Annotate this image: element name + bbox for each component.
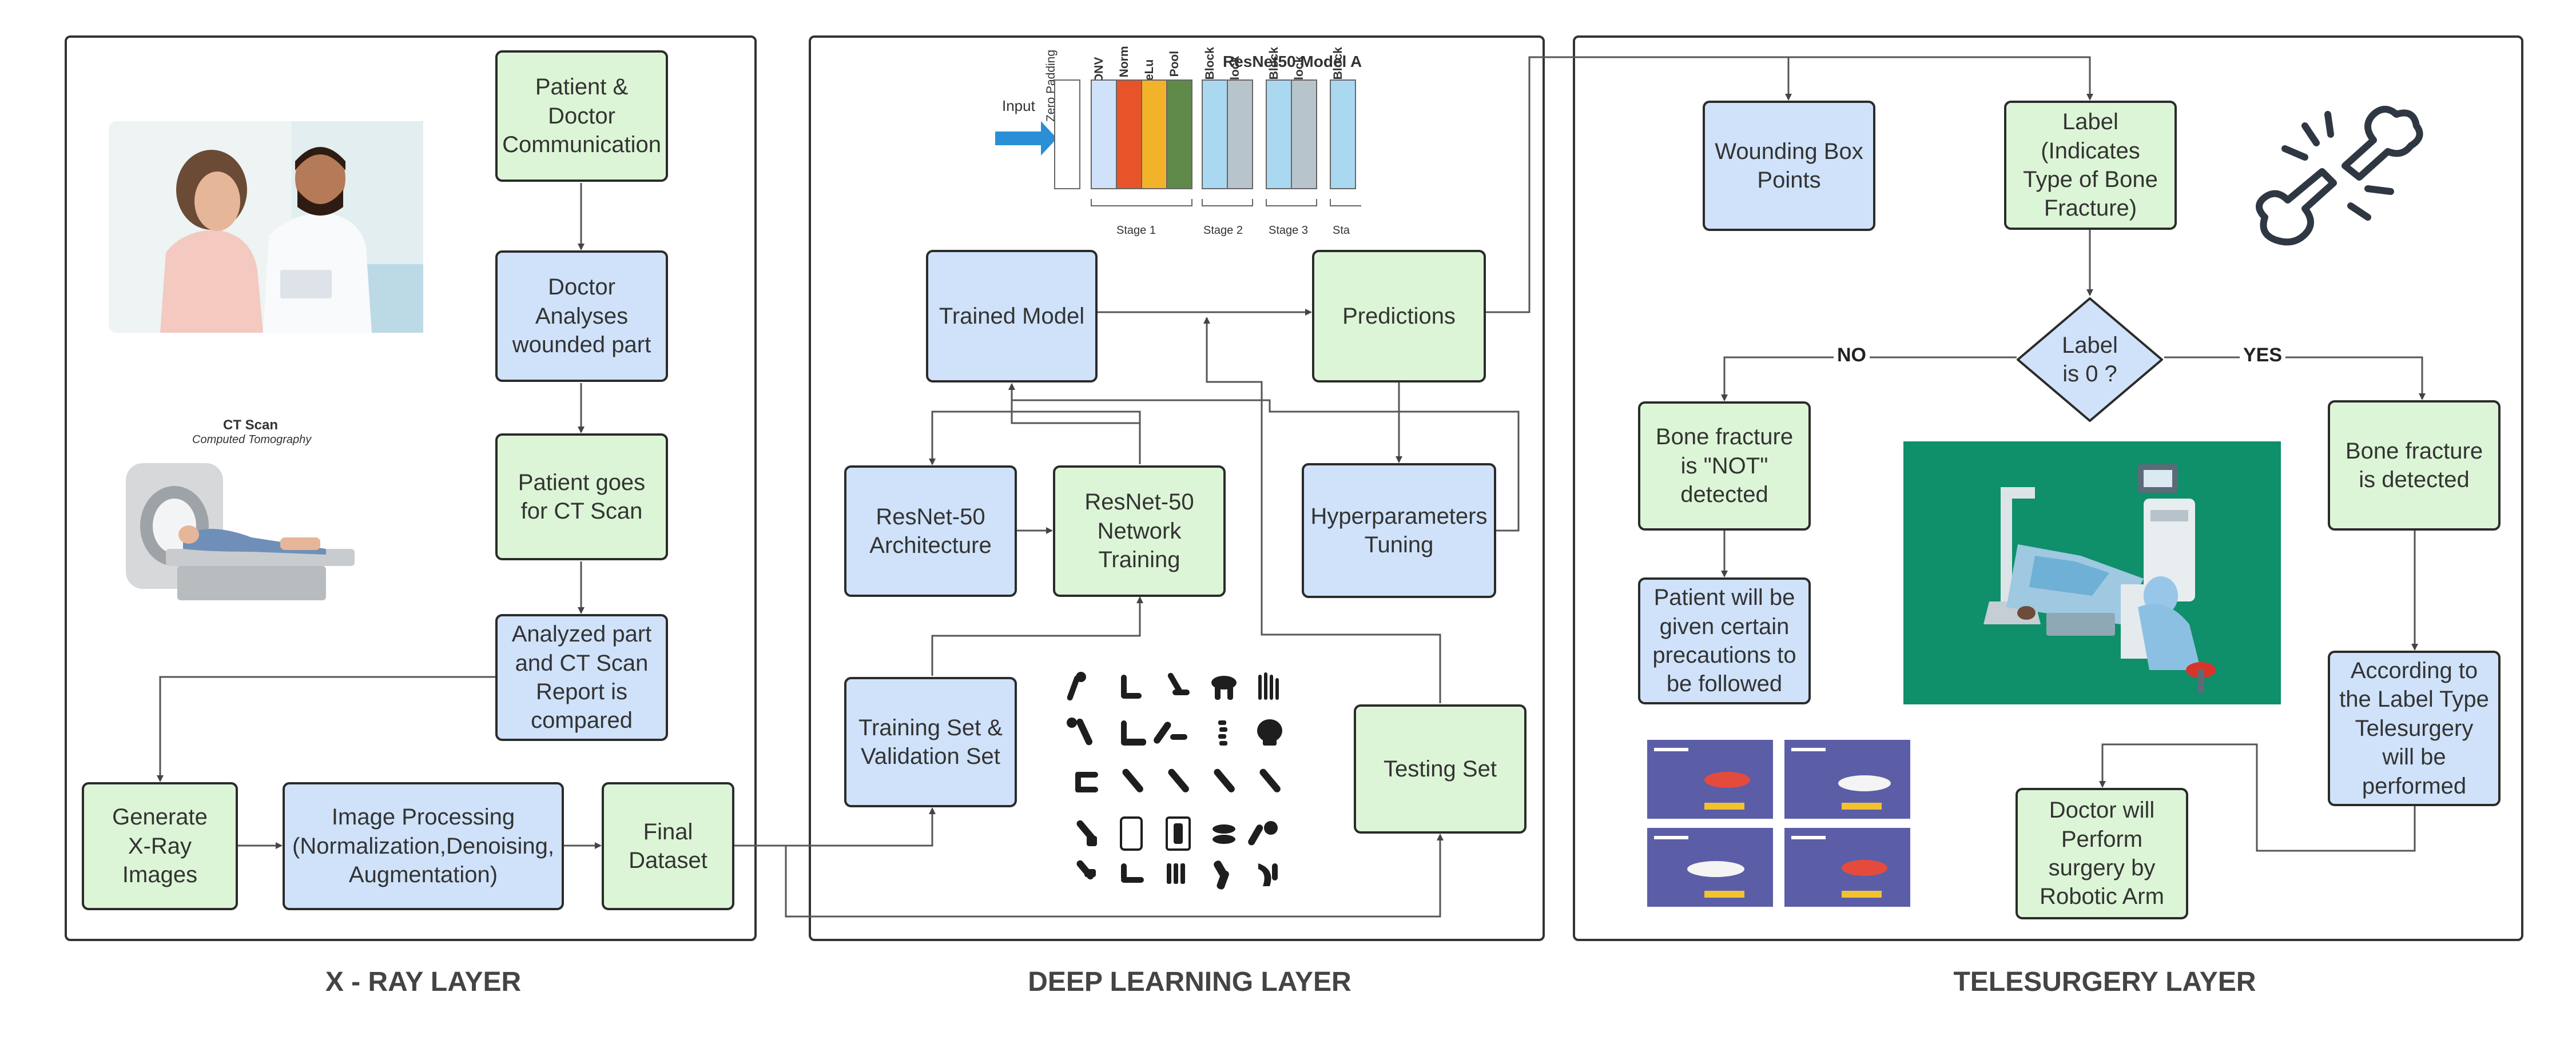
decision-text: Label is 0 ? bbox=[2062, 333, 2118, 386]
edge-decision-notdetected bbox=[1721, 356, 2017, 401]
training-set-node[interactable]: Training Set & Validation Set bbox=[844, 677, 1017, 807]
resnet-stage-2: Stage 2 bbox=[1203, 224, 1243, 237]
edge-telesurgery-robotic bbox=[2099, 743, 2416, 852]
doctor-patient-photo bbox=[109, 121, 423, 333]
telesurgery-node[interactable]: According to the Label Type Telesurgery … bbox=[2328, 651, 2501, 806]
trained-model-node[interactable]: Trained Model bbox=[926, 250, 1098, 382]
edge-hyper-trained bbox=[1008, 383, 1520, 532]
ctscan-node[interactable]: Patient goes for CT Scan bbox=[495, 433, 668, 560]
bone-xray-icons bbox=[1067, 672, 1282, 890]
edge-trainset-training bbox=[931, 596, 1143, 676]
testing-set-node[interactable]: Testing Set bbox=[1354, 704, 1526, 834]
xray-layer-panel bbox=[65, 35, 757, 941]
telesurgery-layer-panel bbox=[1573, 35, 2523, 941]
resnet-stage-3: Stage 3 bbox=[1269, 224, 1308, 237]
edge-training-architecture bbox=[929, 411, 1141, 465]
edge-decision-detected bbox=[2164, 356, 2426, 400]
not-detected-node[interactable]: Bone fracture is "NOT" detected bbox=[1638, 401, 1811, 531]
training-node[interactable]: ResNet-50 Network Training bbox=[1053, 465, 1226, 597]
hyperparameters-node[interactable]: Hyperparameters Tuning bbox=[1302, 463, 1496, 598]
predictions-node[interactable]: Predictions bbox=[1312, 250, 1486, 382]
resnet-stage-4: Sta bbox=[1333, 224, 1350, 237]
detected-node[interactable]: Bone fracture is detected bbox=[2328, 400, 2501, 531]
telesurgery-layer-title: TELESURGERY LAYER bbox=[1953, 967, 2256, 997]
ct-scan-subtitle: Computed Tomography bbox=[192, 433, 312, 446]
edge-training-trained bbox=[1008, 383, 1141, 464]
input-arrow-icon bbox=[995, 121, 1057, 156]
final-node[interactable]: Final Dataset bbox=[602, 782, 734, 910]
broken-bone-icon bbox=[2256, 106, 2423, 246]
edge-final-testset bbox=[734, 834, 1444, 918]
ct-scan-title: CT Scan bbox=[223, 417, 279, 433]
box-points-node[interactable]: Wounding Box Points bbox=[1703, 101, 1875, 231]
robotic-arm-node[interactable]: Doctor will Perform surgery by Robotic A… bbox=[2016, 788, 2188, 919]
label-node[interactable]: Label (Indicates Type of Bone Fracture) bbox=[2004, 101, 2177, 230]
analyses-node[interactable]: Doctor Analyses wounded part bbox=[495, 250, 668, 382]
edge-final-trainset bbox=[734, 807, 936, 847]
deep-learning-layer-title: DEEP LEARNING LAYER bbox=[1028, 967, 1351, 997]
decision-diamond[interactable]: Label is 0 ? bbox=[2016, 296, 2164, 423]
resnet-diagram bbox=[995, 79, 1361, 206]
resnet-stage-1: Stage 1 bbox=[1116, 224, 1156, 237]
resnet-input-label: Input bbox=[1002, 97, 1035, 114]
ct-scanner-illustration bbox=[126, 463, 355, 600]
generate-node[interactable]: Generate X-Ray Images bbox=[82, 782, 238, 910]
precautions-node[interactable]: Patient will be given certain precaution… bbox=[1638, 577, 1811, 704]
no-label: NO bbox=[1834, 344, 1870, 366]
edge-compared-generate bbox=[157, 676, 495, 782]
compared-node[interactable]: Analyzed part and CT Scan Report is comp… bbox=[495, 614, 668, 741]
architecture-node[interactable]: ResNet-50 Architecture bbox=[844, 465, 1017, 597]
resnet-title: ResNet50 Model A bbox=[1223, 53, 1362, 70]
processing-node[interactable]: Image Processing (Normalization,Denoisin… bbox=[283, 782, 564, 910]
robotic-surgery-illustration bbox=[1903, 441, 2281, 704]
yes-label: YES bbox=[2240, 344, 2286, 366]
first-aid-posters bbox=[1647, 740, 1910, 907]
edge-testset-predictions bbox=[1203, 317, 1441, 703]
xray-layer-title: X - RAY LAYER bbox=[325, 967, 522, 997]
communication-node[interactable]: Patient & Doctor Communication bbox=[495, 50, 668, 182]
edge-predictions-boxpoints bbox=[1529, 56, 1792, 101]
deep-learning-layer-panel bbox=[809, 35, 1545, 941]
